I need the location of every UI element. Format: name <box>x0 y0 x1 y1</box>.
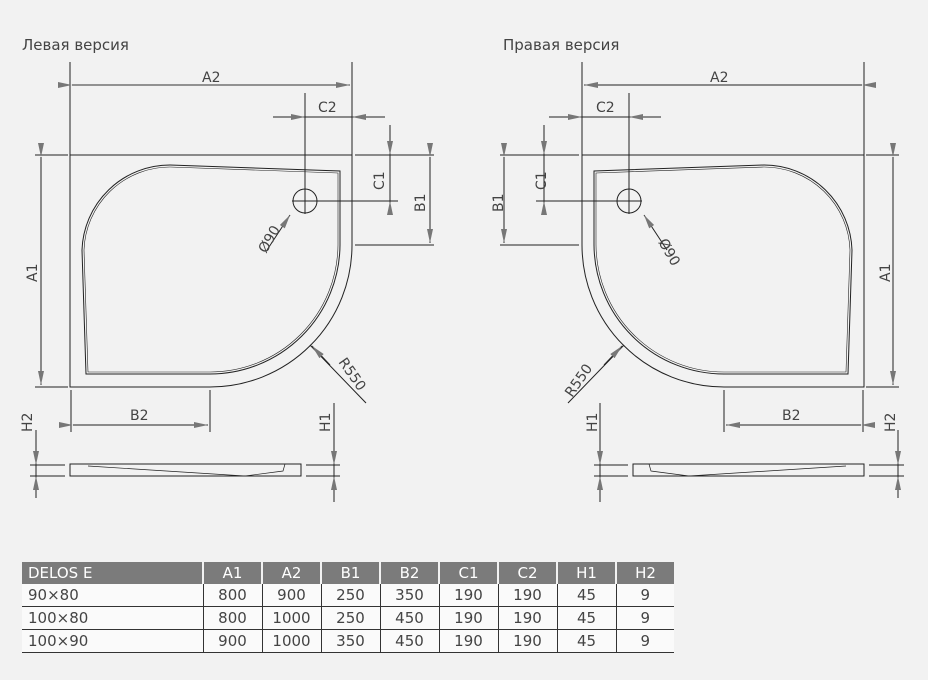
cell: 900 <box>261 584 321 607</box>
cell: 250 <box>320 606 380 630</box>
cell: 190 <box>438 629 498 653</box>
dimensions-table: DELOS E A1 A2 B1 B2 C1 C2 H1 H2 90×80 80… <box>22 562 674 653</box>
label-a1-right: A1 <box>878 264 894 282</box>
label-h1-left: H1 <box>318 413 334 432</box>
cell: 450 <box>379 606 439 630</box>
cell: 190 <box>438 606 498 630</box>
label-radius-left: R550 <box>335 355 369 394</box>
label-a1-left: A1 <box>25 264 41 282</box>
label-b1-left: B1 <box>413 193 429 212</box>
label-radius-right: R550 <box>562 361 596 400</box>
table-row: 90×80 800 900 250 350 190 190 45 9 <box>22 584 674 607</box>
label-drain-left: Ø90 <box>256 223 284 256</box>
right-tray-plan <box>500 62 904 502</box>
header-h2: H2 <box>615 562 674 584</box>
cell: 350 <box>320 629 380 653</box>
label-h1-right: H1 <box>585 413 601 432</box>
label-b2-right: B2 <box>782 408 801 424</box>
cell: 1000 <box>261 606 321 630</box>
cell: 900 <box>202 629 262 653</box>
header-c1: C1 <box>438 562 498 584</box>
cell-model: 90×80 <box>22 584 203 607</box>
cell-model: 100×90 <box>22 629 203 653</box>
cell: 250 <box>320 584 380 607</box>
cell: 9 <box>615 606 674 630</box>
cell: 45 <box>556 584 616 607</box>
label-b1-right: B1 <box>491 193 507 212</box>
table-row: 100×80 800 1000 250 450 190 190 45 9 <box>22 606 674 630</box>
table-header-row: DELOS E A1 A2 B1 B2 C1 C2 H1 H2 <box>22 562 674 584</box>
header-b2: B2 <box>379 562 439 584</box>
cell: 800 <box>202 606 262 630</box>
label-h2-left: H2 <box>20 413 36 432</box>
cell: 800 <box>202 584 262 607</box>
left-version-title: Левая версия <box>22 36 129 54</box>
cell: 9 <box>615 584 674 607</box>
label-a2-left: A2 <box>202 70 220 86</box>
label-c2-left: C2 <box>318 100 337 116</box>
cell: 450 <box>379 629 439 653</box>
header-a1: A1 <box>202 562 262 584</box>
label-h2-right: H2 <box>883 413 899 432</box>
cell: 45 <box>556 629 616 653</box>
left-tray-plan <box>69 93 398 388</box>
cell: 9 <box>615 629 674 653</box>
label-c2-right: C2 <box>596 100 615 116</box>
cell: 190 <box>497 606 557 630</box>
header-c2: C2 <box>497 562 557 584</box>
table-row: 100×90 900 1000 350 450 190 190 45 9 <box>22 629 674 653</box>
label-c1-right: C1 <box>534 171 550 190</box>
header-h1: H1 <box>556 562 616 584</box>
header-model: DELOS E <box>22 562 203 584</box>
cell: 190 <box>438 584 498 607</box>
cell: 190 <box>497 629 557 653</box>
header-b1: B1 <box>320 562 380 584</box>
label-c1-left: C1 <box>372 171 388 190</box>
label-b2-left: B2 <box>130 408 149 424</box>
header-a2: A2 <box>261 562 321 584</box>
cell: 1000 <box>261 629 321 653</box>
technical-drawing: A2 C2 C1 B1 A1 B2 Ø90 R550 H2 H1 A2 C2 C… <box>20 62 904 502</box>
cell: 350 <box>379 584 439 607</box>
cell: 45 <box>556 606 616 630</box>
cell: 190 <box>497 584 557 607</box>
label-drain-right: Ø90 <box>655 236 683 269</box>
label-a2-right: A2 <box>710 70 728 86</box>
right-version-title: Правая версия <box>503 36 620 54</box>
cell-model: 100×80 <box>22 606 203 630</box>
